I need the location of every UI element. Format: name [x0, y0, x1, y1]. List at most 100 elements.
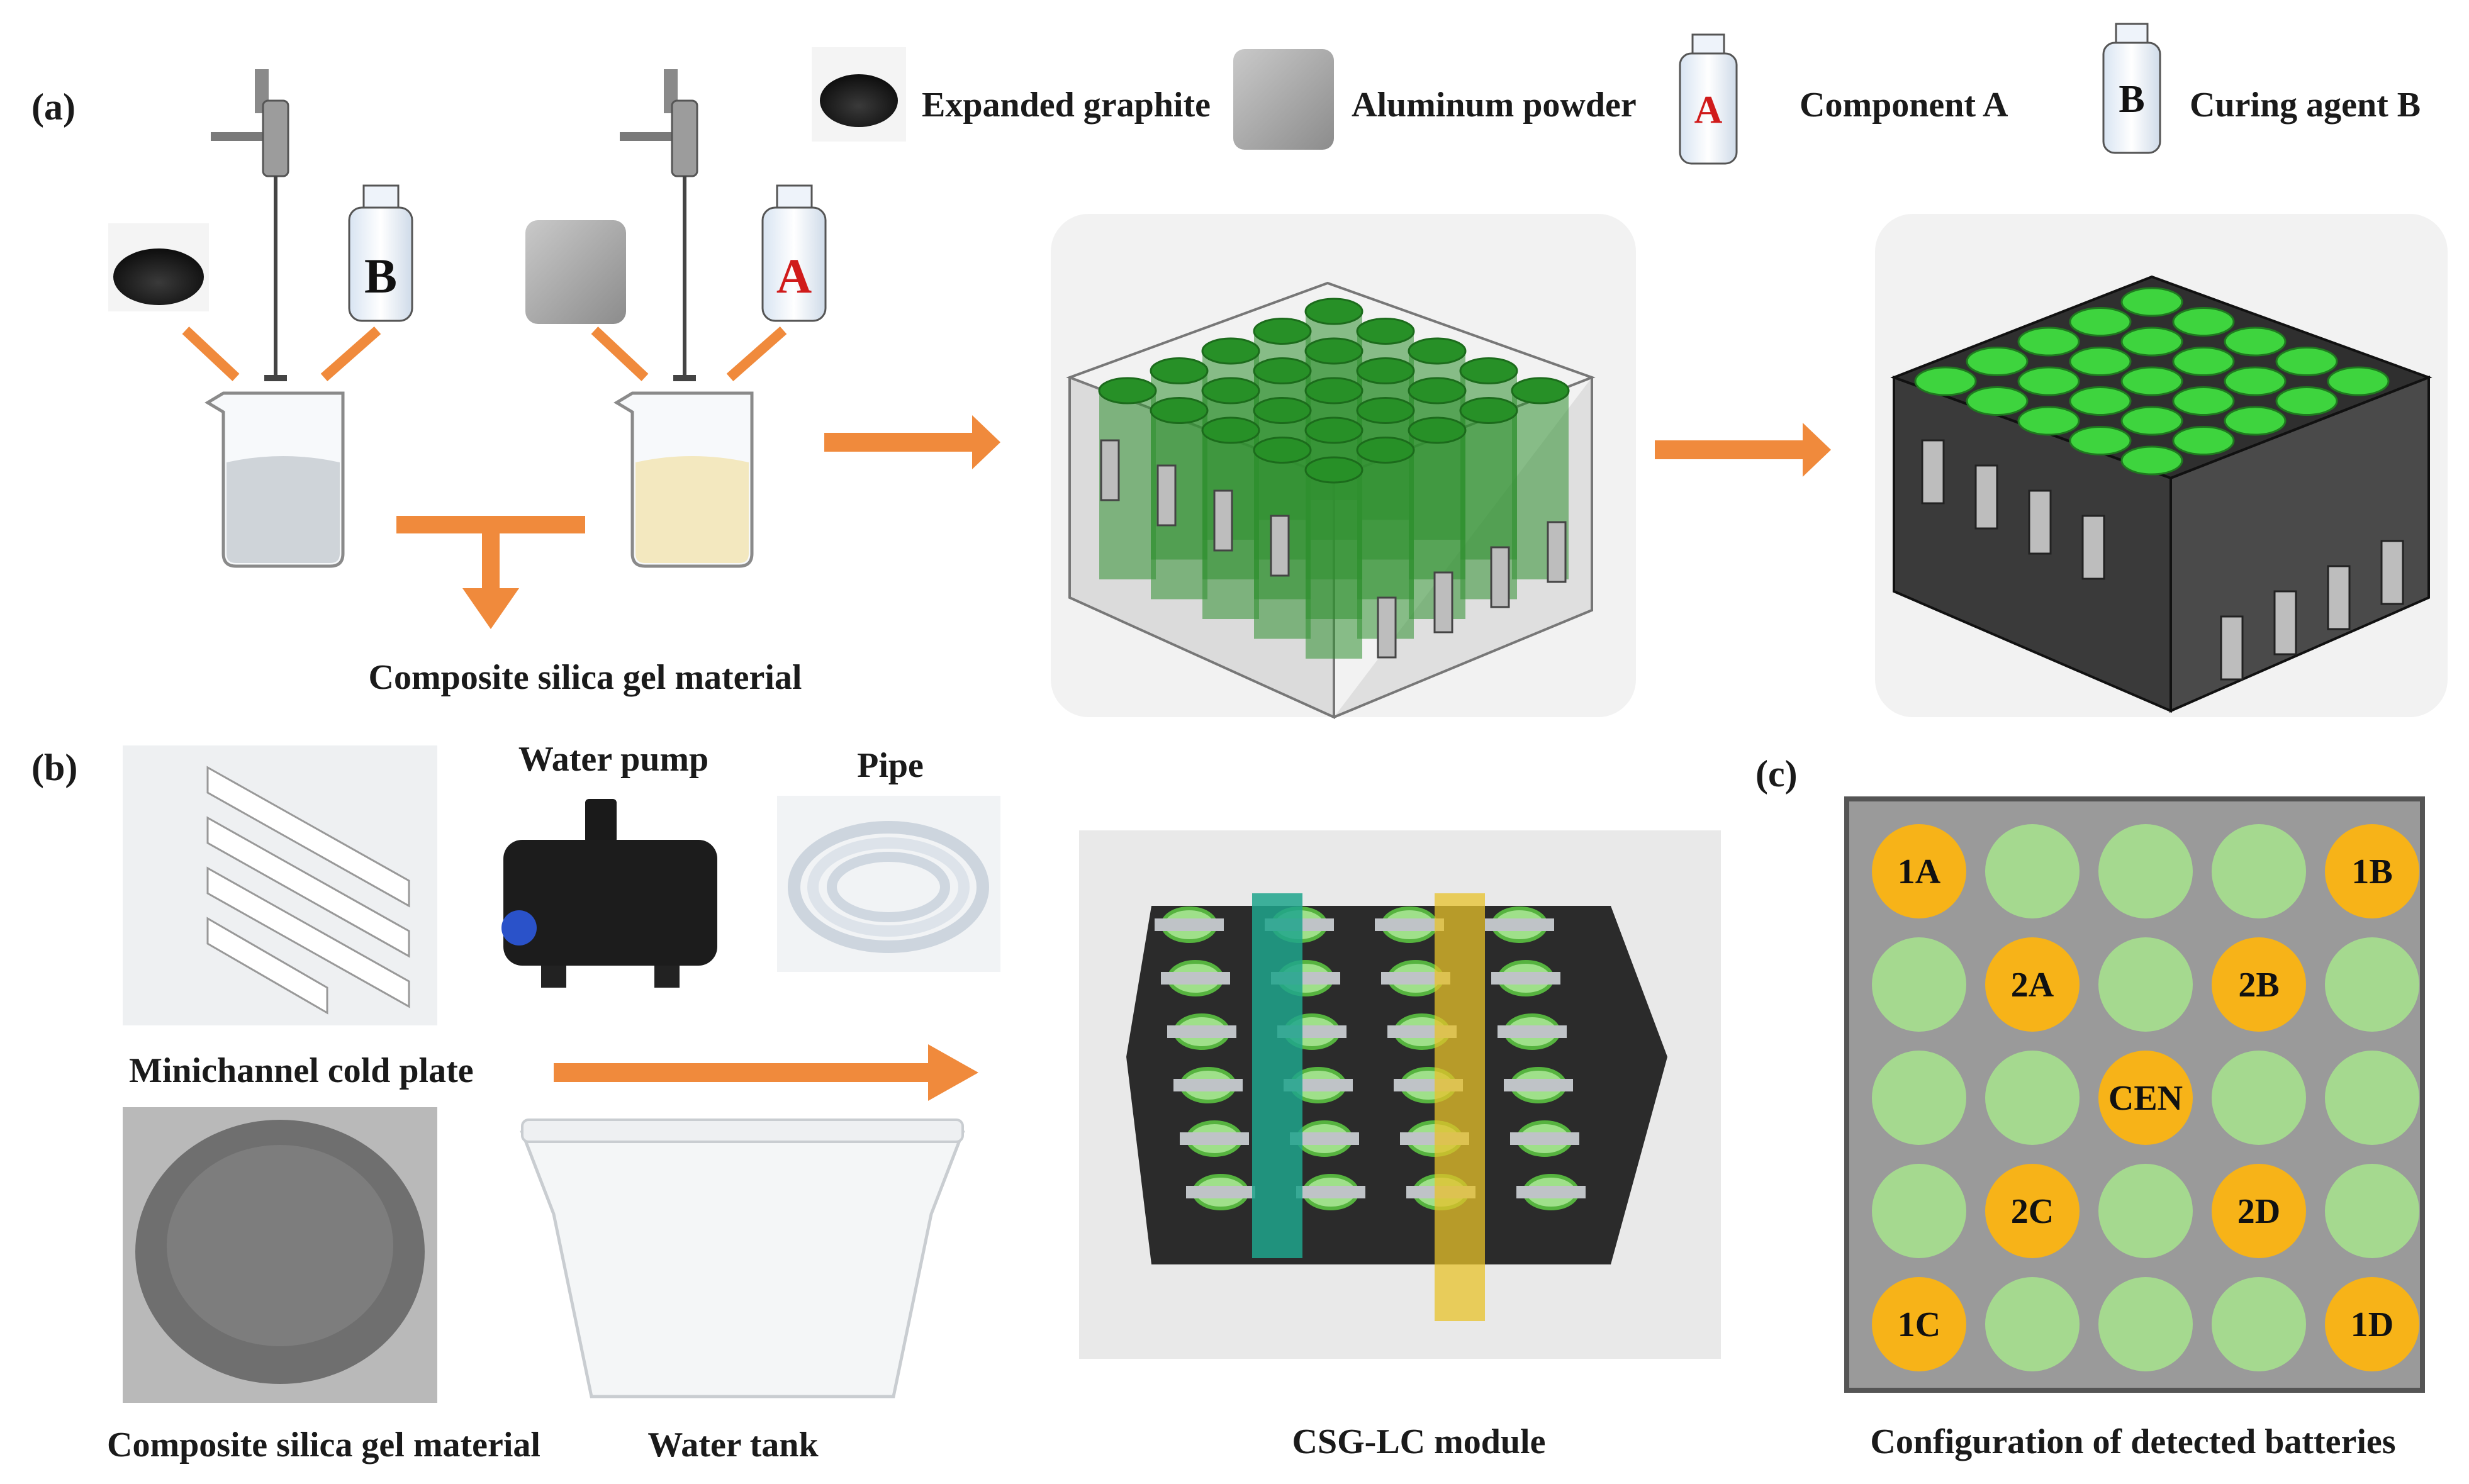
battery-cell: [1872, 1051, 1966, 1145]
potted-tabs: [1921, 439, 2404, 681]
battery-cell-top: [1253, 318, 1312, 345]
arrow-a-to-beaker: [726, 326, 787, 381]
nickel-strip: [1491, 972, 1560, 985]
nickel-strip: [1485, 918, 1554, 931]
silica-gel-photo: [123, 1107, 437, 1403]
legend-component-a: A Component A: [1679, 33, 2008, 165]
detected-battery-marker: [1872, 1277, 1966, 1371]
battery-cell-top: [1304, 377, 1363, 404]
stirrer-left-icon: [211, 69, 289, 381]
battery-cell-top: [2224, 366, 2287, 396]
detected-battery-marker: [1985, 1164, 2080, 1258]
battery-cell-top: [1511, 377, 1570, 404]
combine-arrow: [396, 516, 585, 629]
battery-cell-top: [1253, 357, 1312, 384]
detected-battery-marker: [2212, 937, 2306, 1032]
battery-cell: [2325, 1051, 2419, 1145]
battery-cell-top: [2120, 366, 2183, 396]
battery-label: 1C: [1898, 1305, 1940, 1344]
battery-cell: [2098, 1164, 2193, 1258]
battery-cell-top: [2017, 366, 2080, 396]
cold-plate-photo: [123, 745, 437, 1025]
nickel-strip: [1290, 1132, 1359, 1145]
beaker-left-icon: [204, 391, 345, 568]
detected-battery-marker: [1985, 937, 2080, 1032]
module-tabs: [1100, 439, 1567, 659]
nickel-strip: [1296, 1186, 1365, 1198]
battery-cell-top: [2120, 406, 2183, 436]
battery-cell-top: [1150, 397, 1209, 424]
csg-lc-module-label: CSG-LC module: [1292, 1422, 1546, 1461]
bottle-b-icon: [2102, 42, 2161, 154]
battery-cell-top: [1201, 337, 1260, 365]
battery-cell: [1872, 1164, 1966, 1258]
graphite-sample-icon: [108, 223, 209, 311]
battery-cell-top: [1304, 298, 1363, 325]
battery-cell: [1872, 937, 1966, 1032]
bottle-a-letter: A: [1694, 89, 1723, 131]
detected-battery-marker: [2212, 1164, 2306, 1258]
pipe-icon: [777, 796, 1000, 972]
detected-battery: 2B: [2212, 937, 2306, 1032]
battery-cell-top: [2069, 426, 2132, 455]
arrow-aluminum-to-beaker: [591, 326, 649, 381]
nickel-strip: [1498, 1025, 1567, 1038]
battery-cell-top: [1304, 337, 1363, 365]
detected-battery-marker: [2098, 1051, 2193, 1145]
legend-curing-agent-b-label: Curing agent B: [2190, 86, 2421, 125]
nickel-strip: [1510, 1132, 1579, 1145]
battery-cell-top: [1201, 416, 1260, 444]
bottle-a-right-icon: A: [761, 184, 827, 322]
panel-c-caption: Configuration of detected batteries: [1870, 1422, 2395, 1461]
pipe-label: Pipe: [857, 746, 924, 785]
battery-cell-body: [1306, 470, 1362, 659]
battery-cell: [2098, 937, 2193, 1032]
battery-cell-top: [1459, 397, 1518, 424]
battery-cell: [2325, 937, 2419, 1032]
arrow-to-potted-module: [1655, 423, 1831, 477]
legend-aluminum-powder: Aluminum powder: [1233, 49, 1637, 150]
battery-marker: [1985, 824, 2080, 918]
battery-label: 2D: [2237, 1192, 2280, 1231]
bottle-b-letter: B: [2119, 78, 2144, 121]
bottle-a-icon: [1679, 52, 1738, 165]
nickel-strip: [1516, 1186, 1586, 1198]
nickel-strip: [1180, 1132, 1249, 1145]
water-tank-icon: [520, 1119, 965, 1398]
battery-label: 1D: [2351, 1305, 2393, 1344]
battery-cell: [1985, 1277, 2080, 1371]
legend-expanded-graphite-label: Expanded graphite: [922, 86, 1211, 125]
mixing-setup-left: B: [108, 69, 413, 568]
battery-cell: [1985, 824, 2080, 918]
battery-cell-top: [2120, 287, 2183, 317]
potted-cells: [1914, 287, 2390, 476]
mixing-setup-right: A: [525, 69, 827, 568]
battery-cell: [2098, 824, 2193, 918]
stirrer-right-icon: [620, 69, 698, 381]
transparent-module-render: [1051, 214, 1636, 720]
battery-label: 1B: [2351, 852, 2392, 891]
panel-label-b: (b): [31, 747, 77, 788]
battery-cell-top: [2224, 326, 2287, 357]
bottle-b-left-icon: B: [348, 184, 413, 322]
battery-cell: [1985, 1051, 2080, 1145]
arrow-to-transparent-module: [824, 415, 1000, 469]
battery-cell-top: [1356, 318, 1415, 345]
legend-component-a-label: Component A: [1800, 86, 2008, 125]
battery-marker: [1985, 1277, 2080, 1371]
panel-label-c: (c): [1755, 753, 1798, 795]
battery-cell-top: [2120, 326, 2183, 357]
detected-battery: 2C: [1985, 1164, 2080, 1258]
nickel-strip: [1375, 918, 1444, 931]
battery-cell-top: [2275, 347, 2338, 376]
detected-battery-marker: [1872, 824, 1966, 918]
battery-cell-top: [1356, 357, 1415, 384]
battery-cell-top: [2275, 386, 2338, 416]
battery-cell-top: [2069, 307, 2132, 337]
silica-gel-label: Composite silica gel material: [107, 1425, 540, 1464]
battery-cell: [2325, 1164, 2419, 1258]
arrow-to-csg-module: [554, 1044, 978, 1101]
battery-cell-top: [1201, 377, 1260, 404]
water-pump-label: Water pump: [518, 740, 708, 779]
aluminum-sample-icon: [525, 220, 626, 324]
